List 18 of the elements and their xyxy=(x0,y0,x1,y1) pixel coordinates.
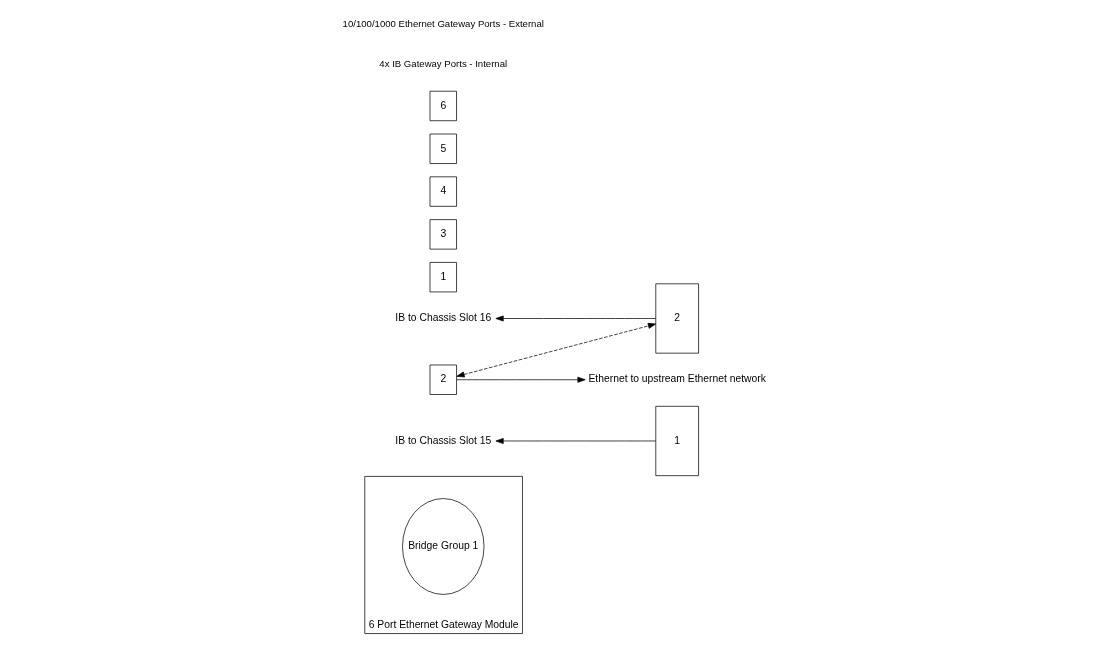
node-box: 1 xyxy=(429,262,457,293)
node-box: 1 xyxy=(654,405,699,477)
node-ellipse: Bridge Group 1 xyxy=(401,498,484,595)
arrow xyxy=(495,438,656,444)
arrow xyxy=(495,315,656,322)
node-text: IB to Chassis Slot 16 xyxy=(394,312,491,324)
arrow xyxy=(455,323,656,378)
node-text: Ethernet to upstream Ethernet network xyxy=(587,373,766,385)
node-box: 6 xyxy=(429,90,457,122)
label: 4x IB Gateway Ports - Internal xyxy=(378,58,507,70)
node-text: IB to Chassis Slot 15 xyxy=(394,434,491,446)
node-box: 4 xyxy=(429,176,457,207)
node-box: 3 xyxy=(429,219,457,250)
node-box: 5 xyxy=(429,133,457,164)
label: 10/100/1000 Ethernet Gateway Ports - External xyxy=(342,18,544,30)
node-box: 2 xyxy=(654,283,699,354)
arrow xyxy=(455,376,586,383)
node-box: 2 xyxy=(429,364,457,395)
